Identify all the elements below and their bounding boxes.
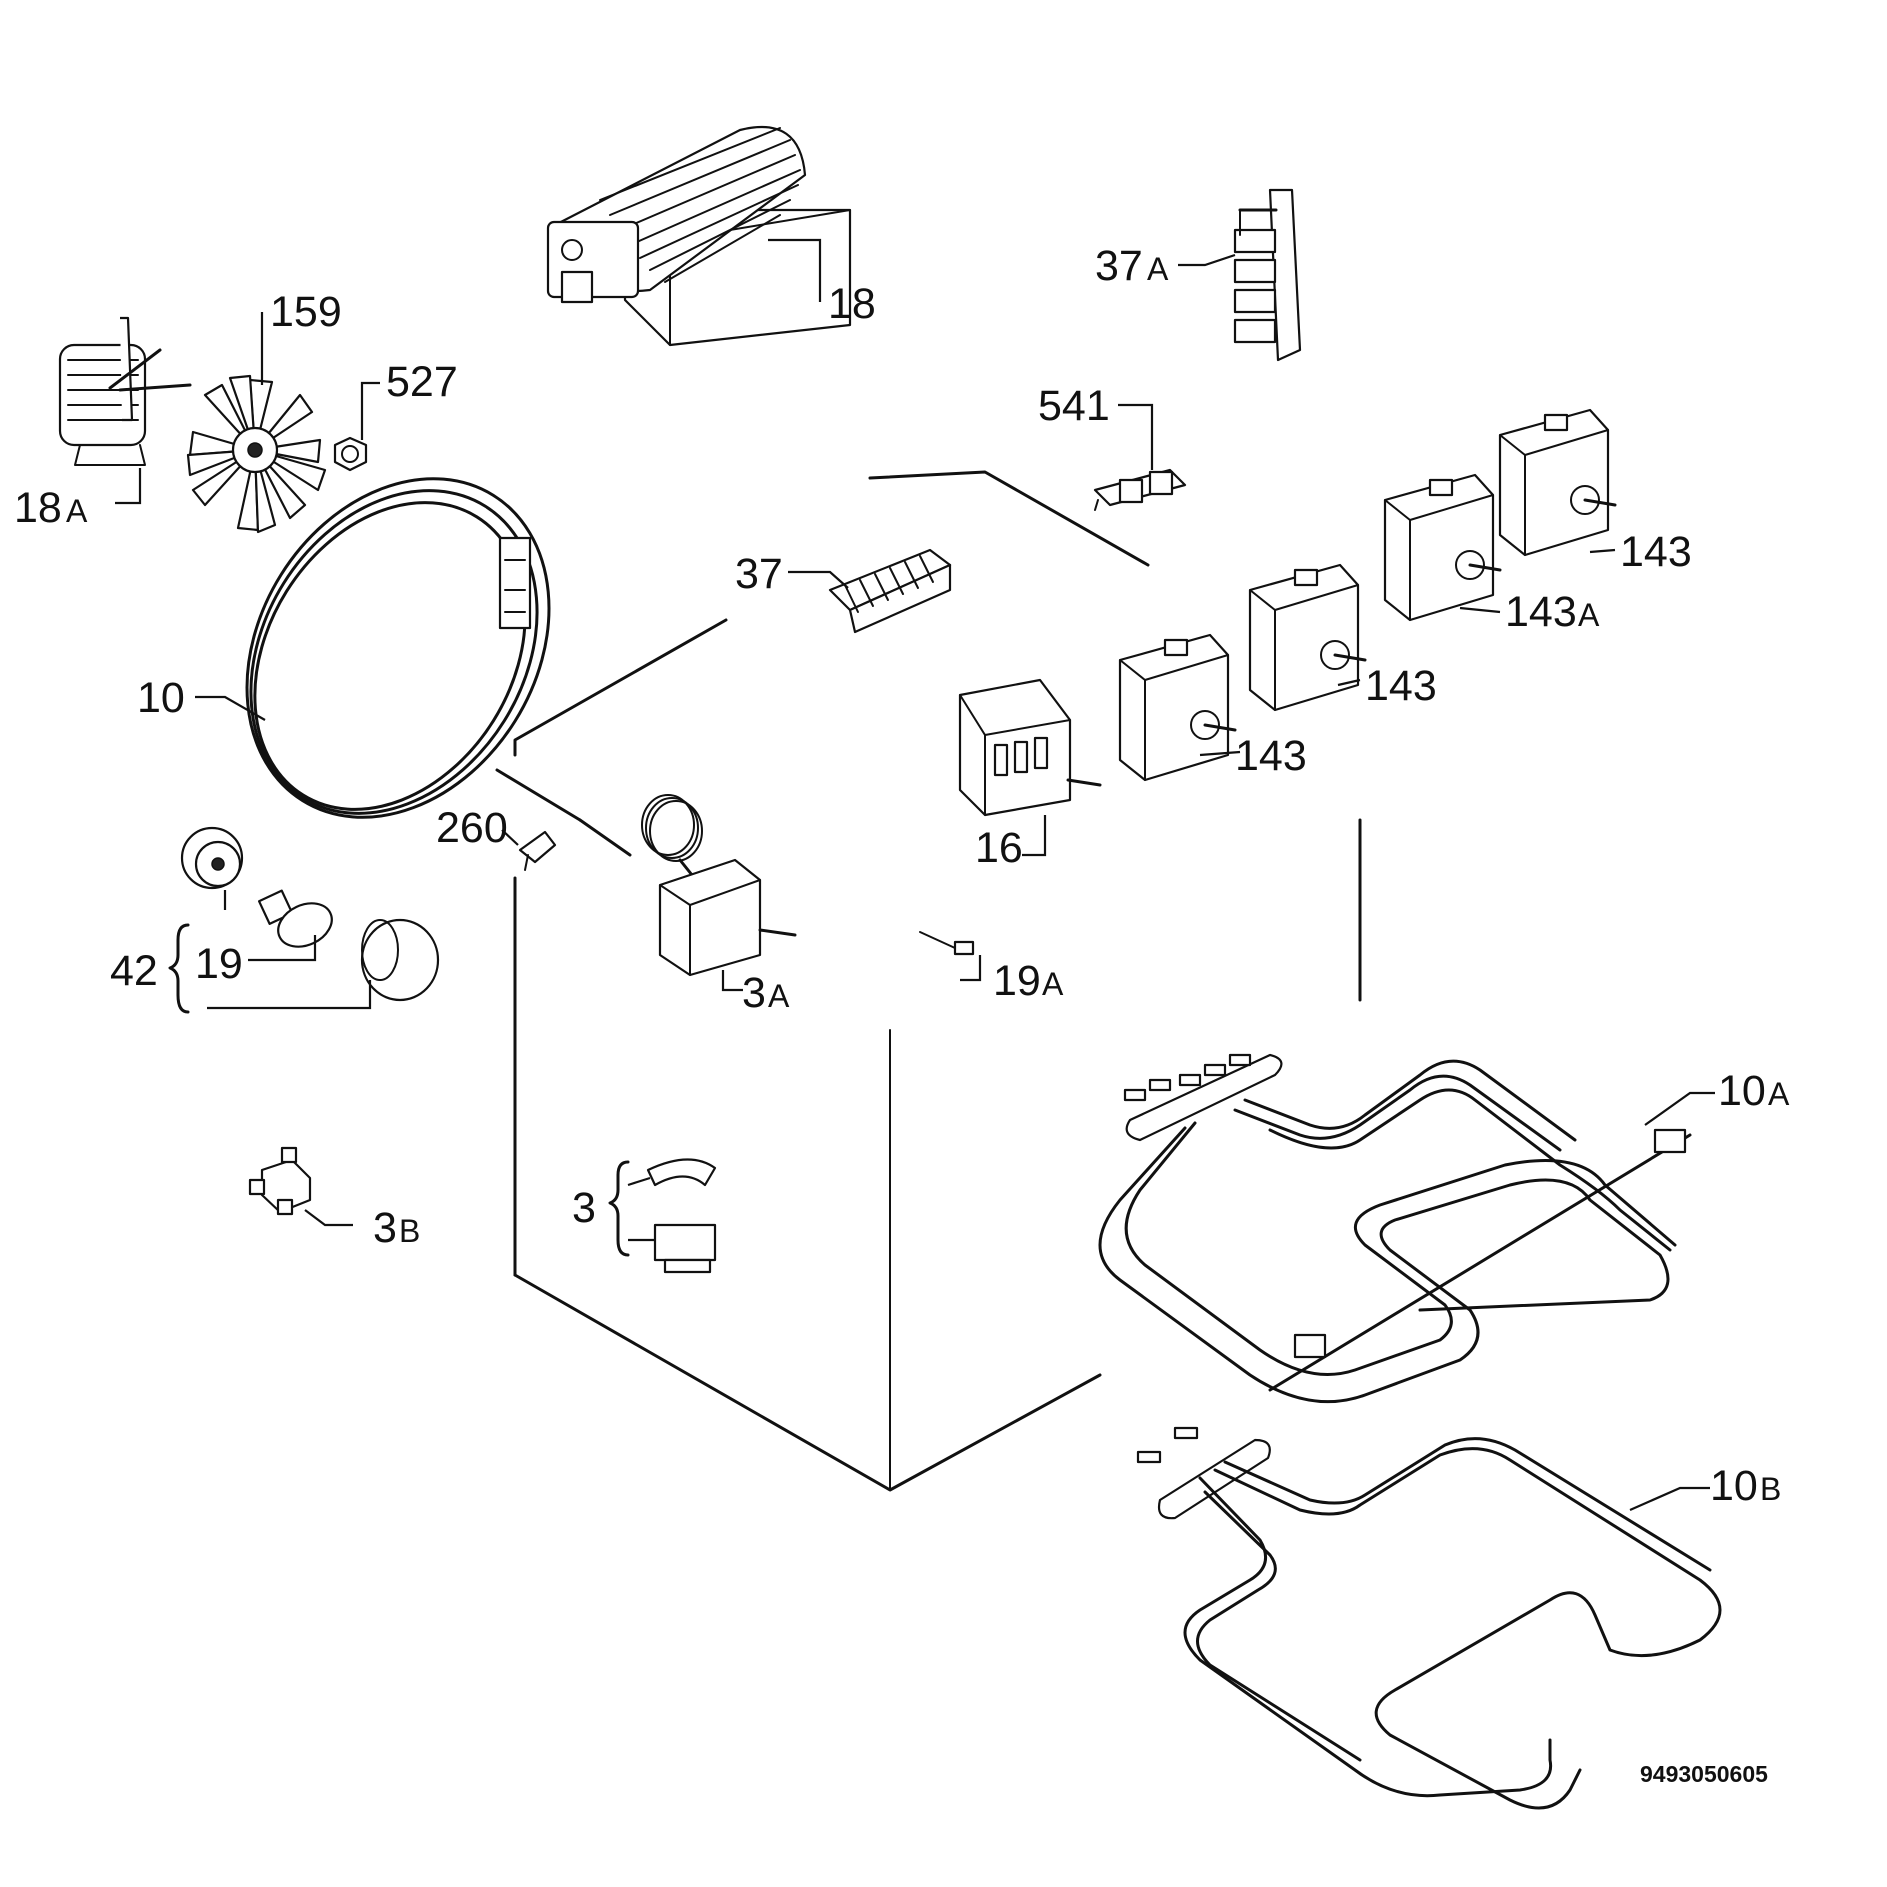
leader-lines [115,238,1715,1512]
brace-3 [608,1160,630,1257]
fan-blade-159 [186,374,327,534]
tangential-fan-18 [546,125,852,347]
label-10: 10 [137,674,185,722]
clip-260 [518,830,557,871]
label-18a-suffix: A [66,493,88,529]
label-19: 19 [195,940,243,988]
label-159: 159 [270,288,342,336]
label-10b: 10 [1710,1462,1758,1510]
thermostat-3a [495,768,797,977]
label-260: 260 [436,804,508,852]
label-143a: 143 [1505,588,1577,636]
label-19a: 19 [993,957,1041,1005]
sensor-19a [919,931,975,956]
circular-heating-element-10 [245,477,551,819]
part-labels: 18 18 A 159 527 37 A 541 37 10 143 143 A… [14,242,1790,1787]
terminal-block-37 [828,548,952,634]
label-19a-suffix: A [1042,966,1064,1002]
label-3a: 3 [742,969,766,1017]
thermostat-3b [248,1146,312,1216]
label-143a-suffix: A [1578,597,1600,633]
bottom-element-10b [1136,1426,1722,1810]
selector-switch-16 [958,678,1102,817]
nut-527 [333,436,368,472]
label-10a: 10 [1718,1067,1766,1115]
label-527: 527 [386,358,458,406]
label-42: 42 [110,947,158,995]
label-16: 16 [975,824,1023,872]
label-3b: 3 [373,1204,397,1252]
label-541: 541 [1038,382,1110,430]
label-3a-suffix: A [768,978,790,1014]
brace-42 [168,923,190,1014]
safety-thermostat-3 [646,1158,717,1274]
energy-regulator-143-middle [1248,563,1367,712]
lamp-cover-42 [360,918,440,1002]
oven-cavity-outline [513,470,1362,1492]
energy-regulator-143a [1383,473,1502,622]
label-37: 37 [735,550,783,598]
lamp-bulb-19 [257,889,333,948]
label-143-top: 143 [1620,528,1692,576]
fan-motor-18a [58,316,192,466]
label-3: 3 [572,1184,596,1232]
label-143-bottom: 143 [1235,732,1307,780]
label-143-middle: 143 [1365,662,1437,710]
thermal-fuse-541 [1093,468,1187,511]
label-37a-suffix: A [1147,251,1169,287]
label-10b-suffix: B [1760,1471,1781,1507]
energy-regulator-143-top [1498,408,1617,557]
grill-element-10a [1098,1053,1692,1404]
lamp-holder-42 [180,826,244,890]
energy-regulator-143-bottom [1118,633,1237,782]
label-37a: 37 [1095,242,1143,290]
label-3b-suffix: B [399,1213,420,1249]
label-10a-suffix: A [1768,1076,1790,1112]
diagram-code: 9493050605 [1640,1761,1768,1787]
label-18a: 18 [14,484,62,532]
terminal-block-37a [1233,188,1302,362]
label-18: 18 [828,280,876,328]
